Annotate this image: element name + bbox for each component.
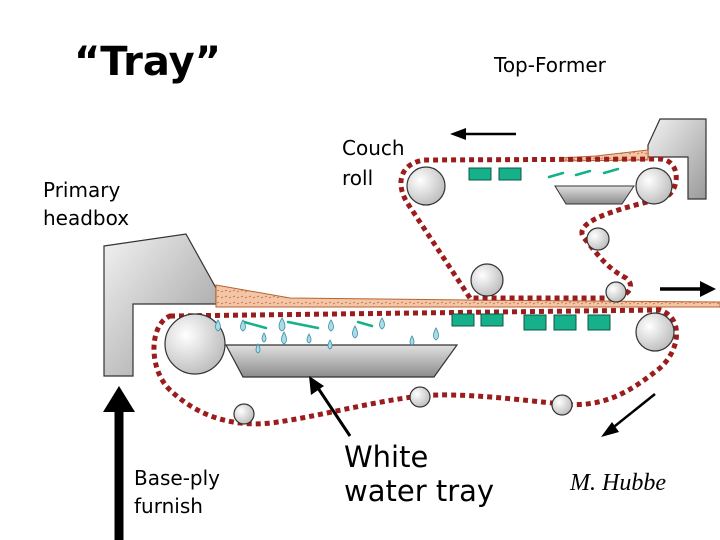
droplet-icon	[379, 317, 385, 330]
couch-roll-label-line2: roll	[342, 166, 374, 190]
primary-headbox-label: Primary headbox	[43, 176, 129, 232]
foil-box	[523, 314, 547, 331]
white-water-tray-label-line1: White	[344, 440, 429, 474]
foil-box	[480, 313, 504, 327]
droplet-icon	[215, 319, 221, 332]
wire-return-roll-1	[233, 403, 255, 425]
top-former-tray	[554, 185, 635, 205]
arrow-up-left-icon	[309, 376, 352, 437]
bottom-couch-roll	[635, 312, 675, 352]
top-breast-roll	[635, 167, 673, 205]
couch-roll	[406, 166, 446, 206]
drainage-dashes	[242, 167, 620, 330]
primary-headbox-label-line1: Primary	[43, 178, 121, 202]
droplet-icon	[261, 332, 267, 343]
base-ply-label-line2: furnish	[134, 494, 203, 518]
top-former-label: Top-Former	[494, 53, 606, 77]
droplet-icon	[409, 335, 415, 346]
droplet-icon	[306, 333, 312, 344]
foil-box	[451, 313, 475, 327]
wire-return-roll-3	[551, 394, 573, 416]
primary-headbox-label-line2: headbox	[43, 206, 130, 230]
base-ply-furnish-label: Base-ply furnish	[134, 464, 220, 520]
droplet-icon	[240, 319, 246, 332]
page-title: “Tray”	[74, 39, 222, 85]
couch-roll-label-line1: Couch	[342, 136, 405, 160]
foil-box	[553, 314, 577, 331]
droplet-icon	[352, 325, 358, 339]
couch-roll-label: Couch roll	[342, 133, 405, 193]
droplet-icon	[327, 339, 333, 350]
droplet-icon	[278, 317, 286, 332]
droplet-icon	[433, 327, 439, 341]
arrow-right-icon	[660, 281, 716, 297]
primary-headbox	[103, 233, 217, 377]
droplet-icon	[281, 331, 287, 345]
forming-roll	[470, 263, 504, 297]
foil-box	[498, 167, 522, 181]
top-return-roll	[605, 281, 627, 303]
droplet-icon	[328, 319, 334, 332]
primary-stock-layer	[215, 284, 720, 308]
bottom-foil-boxes	[451, 313, 611, 331]
arrow-down-left-icon	[601, 393, 656, 437]
white-water-tray-label-line2: water tray	[344, 474, 495, 508]
top-foil-boxes	[468, 167, 522, 181]
arrow-up-icon	[103, 386, 135, 540]
white-water-tray-label: White water tray	[344, 440, 494, 508]
author-credit: M. Hubbe	[570, 470, 666, 496]
arrow-left-icon	[450, 128, 516, 140]
white-water-tray	[225, 344, 459, 378]
breast-roll	[164, 313, 226, 375]
droplet-icon	[255, 343, 261, 354]
top-guide-roll	[586, 227, 610, 251]
foil-box	[587, 314, 611, 331]
top-headbox	[647, 118, 707, 200]
base-ply-label-line1: Base-ply	[134, 466, 221, 490]
droplets	[215, 317, 439, 354]
foil-box	[468, 167, 492, 181]
wire-return-roll-2	[409, 386, 431, 408]
